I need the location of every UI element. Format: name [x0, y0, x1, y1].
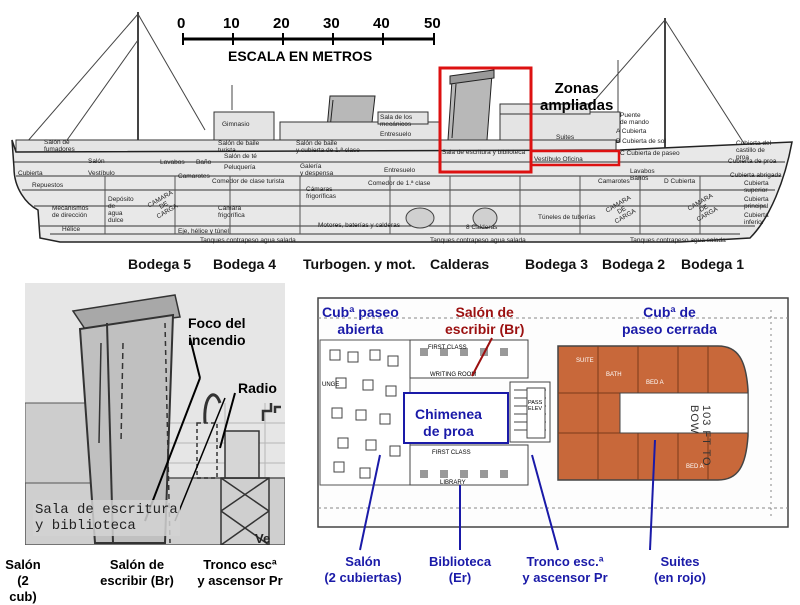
label-comedor-turista: Comedor de clase turista — [212, 178, 285, 185]
radio-label: Radio — [238, 380, 277, 396]
hold-label-bodega-2: Bodega 2 — [602, 256, 666, 272]
caption-salon-escribir: Salón de escribir (Br) — [100, 557, 174, 588]
label-salon-baile-1a: Salón de baile y cubierta de 1.ª clase — [296, 140, 360, 154]
sala-escritura-zoom-label: Sala de escritura y biblioteca — [33, 500, 180, 536]
scale-tick-40: 40 — [373, 15, 390, 32]
label-salon-te: Salón de té — [224, 153, 257, 160]
hold-label-bodega-4: Bodega 4 — [213, 256, 277, 272]
scale-tick-20: 20 — [273, 15, 290, 32]
chimenea-proa-label: Chimenea de proa — [415, 406, 482, 439]
cub-paseo-abierta-label: Cubª paseo abierta — [322, 304, 399, 337]
ship-profile-diagram — [11, 12, 793, 243]
label-cubierta-inferior: Cubierta inferior — [744, 212, 769, 226]
deck-lines — [14, 161, 785, 235]
label-sala-escritura: Sala de escritura y biblioteca — [442, 149, 526, 156]
label-tanques-1: Tanques contrapeso agua salada — [200, 237, 296, 244]
label-helice: Hélice — [62, 226, 81, 233]
scale-bar — [182, 33, 435, 45]
scale-tick-30: 30 — [323, 15, 340, 32]
caption-salon-2cubiertas: Salón (2 cubiertas) — [324, 554, 402, 585]
scale-tick-10: 10 — [223, 15, 240, 32]
label-camaras-frigorificas: Cámaras frigoríficas — [306, 186, 336, 200]
label-gimnasio: Gimnasio — [222, 121, 250, 128]
label-camara-frigorifica: Cámara frigorífica — [218, 205, 245, 219]
plan-bed-a-label: BED A — [646, 380, 664, 386]
label-peluqueria: Peluquería — [224, 164, 256, 171]
label-suites: Suites — [556, 134, 575, 141]
label-cubierta-d: D Cubierta — [664, 178, 696, 185]
label-lavabos-banos: Lavabos Baños — [630, 168, 655, 182]
deck-plan-diagram — [317, 297, 789, 528]
label-tuneles: Túneles de tuberías — [538, 214, 596, 221]
label-salon-fumadores: Salón de fumadores — [44, 139, 75, 153]
hold-label-calderas: Calderas — [430, 256, 490, 272]
label-cubierta-popa: Cubierta — [18, 170, 43, 177]
label-camarotes: Camarotes — [178, 173, 210, 180]
bulkheads — [104, 176, 701, 234]
label-deposito-agua: Depósito de agua dulce — [108, 196, 134, 224]
caption-salon-2cub: Salón (2 cub) — [5, 557, 41, 604]
plan-first-class-bottom: FIRST CLASS — [432, 450, 471, 456]
label-comedor-1a: Comedor de 1.ª clase — [368, 180, 431, 187]
zoom-highlight-strip — [529, 149, 621, 167]
label-cubierta-a: A Cubierta — [616, 128, 647, 135]
zoom-highlight-box — [438, 66, 533, 174]
plan-first-class-top: FIRST CLASS — [428, 345, 467, 351]
label-cubierta-superior: Cubierta superior — [744, 180, 769, 194]
label-cubierta-proa: Cubierta de proa — [728, 158, 777, 165]
label-vestibulo-oficina: Vestíbulo Oficina — [534, 156, 583, 163]
label-cubierta-castillo: Cubierta del castillo de proa — [736, 140, 772, 161]
label-cubierta-c: C Cubierta de paseo — [620, 150, 680, 157]
plan-bath-label: BATH — [606, 372, 622, 378]
zonas-ampliadas-label: Zonas ampliadas — [540, 80, 614, 114]
label-sala-mecanicos: Sala de los mecánicos — [380, 114, 413, 128]
scale-title: ESCALA EN METROS — [228, 48, 373, 64]
hold-label-bodega-1: Bodega 1 — [681, 256, 745, 272]
hold-label-bodega-3: Bodega 3 — [525, 256, 589, 272]
plan-pass-elev: PASS ELEV — [528, 400, 543, 412]
label-galeria-despensa: Galería y despensa — [300, 163, 334, 177]
label-repuestos: Repuestos — [32, 182, 64, 189]
plan-writing-room: WRITING ROOM — [430, 372, 477, 378]
cub-paseo-cerrada-label: Cubª de paseo cerrada — [622, 304, 717, 337]
label-puente: Puente de mando — [620, 112, 649, 126]
label-mecanismos-direccion: Mecanismos de dirección — [52, 205, 89, 219]
label-camarotes-d: Camarotes — [598, 178, 630, 185]
deck-plan-pointers — [359, 337, 656, 551]
label-entresuelo-1: Entresuelo — [380, 131, 412, 138]
boilers — [405, 207, 498, 229]
plan-library: LIBRARY — [440, 480, 466, 486]
plan-bed-a-label-2: BED A — [686, 464, 704, 470]
label-8-calderas: 8 Calderas — [466, 224, 498, 231]
scale-tick-50: 50 — [424, 15, 441, 32]
label-lavabos: Lavabos — [160, 159, 185, 166]
label-entresuelo-2: Entresuelo — [384, 167, 416, 174]
label-salon-baile-turista: Salón de baile turista — [218, 140, 260, 154]
caption-tronco-ascensor: Tronco escª y ascensor Pr — [197, 557, 283, 588]
label-salon: Salón — [88, 158, 105, 165]
label-tanques-2: Tanques contrapeso agua salada — [430, 237, 526, 244]
salon-escribir-label: Salón de escribir (Br) — [445, 304, 525, 337]
scale-tick-0: 0 — [177, 15, 186, 32]
label-cubierta-b: B Cubierta de sol — [616, 138, 666, 145]
hold-label-turbogen: Turbogen. y mot. — [303, 256, 416, 272]
plan-suite-label: SUITE — [576, 358, 594, 364]
caption-biblioteca: Biblioteca (Er) — [428, 554, 492, 585]
foco-incendio-label: Foco del incendio — [188, 315, 246, 348]
caption-suites: Suites (en rojo) — [654, 554, 706, 585]
label-cubierta-principal: Cubierta principal — [744, 196, 769, 210]
hold-label-bodega-5: Bodega 5 — [128, 256, 192, 272]
plan-lounge: UNGE — [322, 382, 340, 388]
label-eje-helice: Eje, hélice y túnel — [178, 228, 229, 235]
label-vestibulo: Vestíbulo — [88, 170, 115, 177]
caption-tronco-esc: Tronco esc.ª y ascensor Pr — [522, 554, 608, 585]
label-tanques-3: Tanques contrapeso agua salada — [630, 237, 726, 244]
label-motores: Motores, baterías y calderas — [318, 222, 401, 229]
label-bano: Baño — [196, 159, 212, 166]
ve-label: Ve — [255, 531, 271, 546]
label-cubierta-abrigada: Cubierta abrigada — [730, 172, 782, 179]
